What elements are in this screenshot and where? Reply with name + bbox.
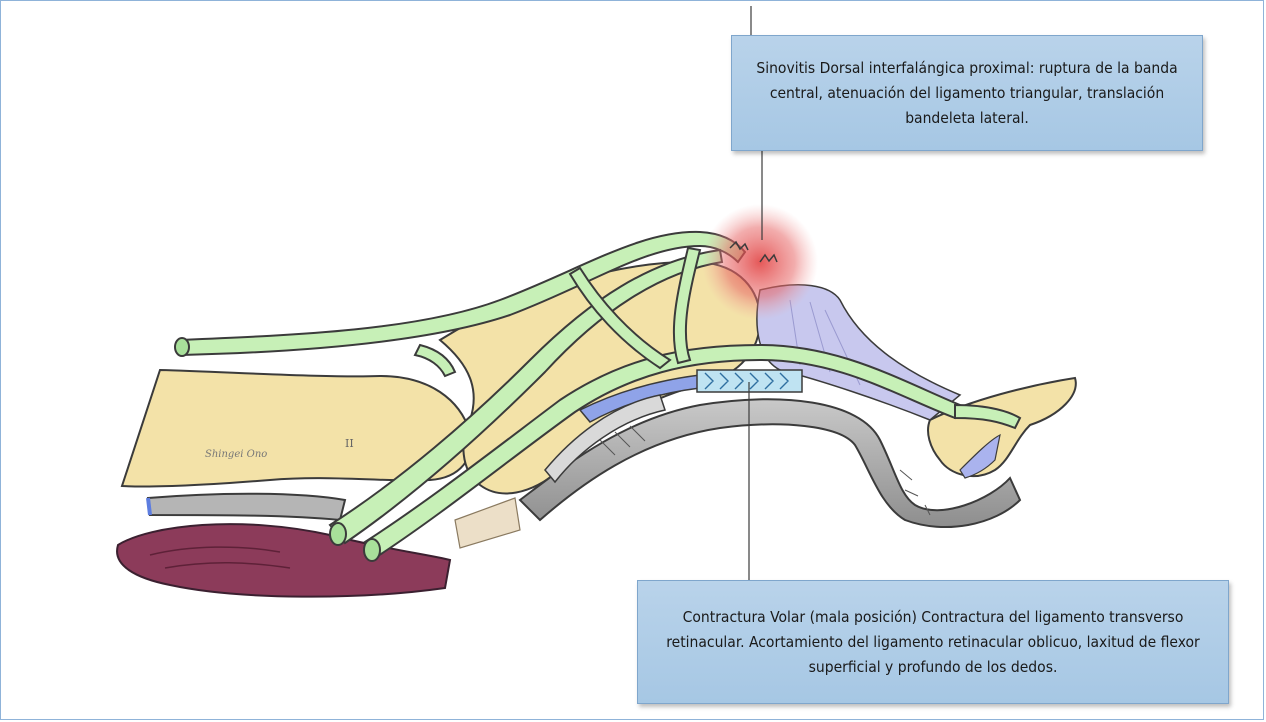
callout-volar-text: Contractura Volar (mala posición) Contra… <box>638 605 1228 680</box>
callout-dorsal-text: Sinovitis Dorsal interfalángica proximal… <box>732 56 1202 131</box>
bone-label: II <box>345 437 354 450</box>
callout-dorsal-synovitis: Sinovitis Dorsal interfalángica proximal… <box>731 35 1203 151</box>
illustrator-signature: Shingei Ono <box>205 449 267 460</box>
callout-volar-contracture: Contractura Volar (mala posición) Contra… <box>637 580 1229 704</box>
pulley-sheath <box>455 498 520 548</box>
